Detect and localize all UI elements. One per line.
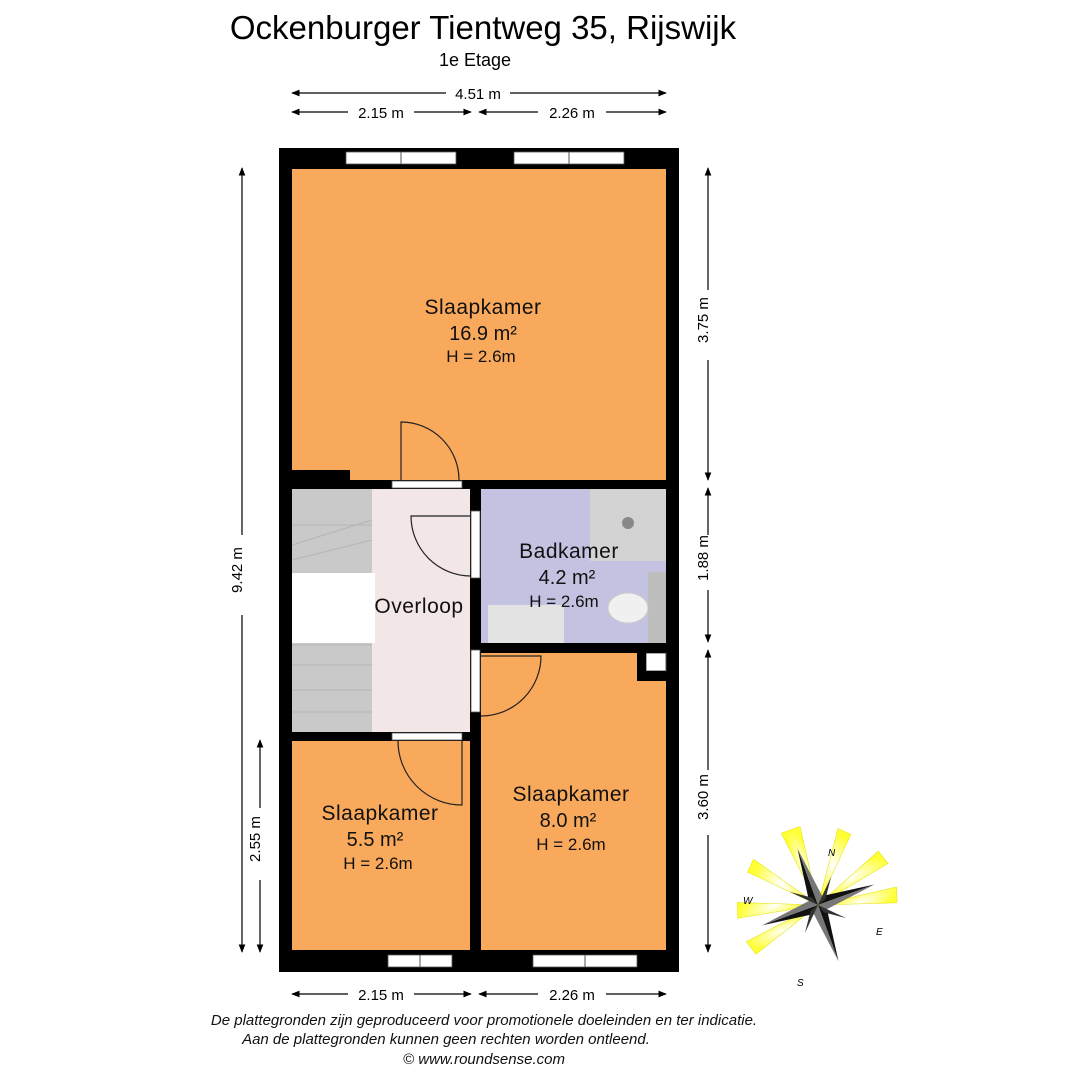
room-master-bedroom xyxy=(292,169,666,480)
toilet xyxy=(607,572,666,643)
label-medium-bedroom: Slaapkamer 8.0 m² H = 2.6m xyxy=(512,783,629,854)
dim-total-width: 4.51 m xyxy=(455,86,501,103)
compass-w: W xyxy=(743,896,754,907)
room-name: Slaapkamer xyxy=(512,783,629,806)
footer-disclaimer-2: Aan de plattegronden kunnen geen rechten… xyxy=(241,1031,650,1048)
room-small-bedroom xyxy=(292,741,470,950)
floor-subtitle: 1e Etage xyxy=(439,50,511,70)
room-name: Slaapkamer xyxy=(321,802,438,825)
doors xyxy=(391,421,542,806)
compass-rose xyxy=(737,826,898,962)
plan-title: Ockenburger Tientweg 35, Rijswijk xyxy=(230,9,737,46)
dim-bottom-left: 2.15 m xyxy=(358,987,404,1004)
dim-bottom-right: 2.26 m xyxy=(549,987,595,1004)
inner-walls xyxy=(292,470,666,972)
room-height: H = 2.6m xyxy=(343,854,412,873)
shaft xyxy=(645,652,667,672)
top-dimensions: 4.51 m 2.15 m 2.26 m xyxy=(291,86,667,122)
dim-right-top: 3.75 m xyxy=(695,297,712,343)
compass-s: S xyxy=(797,978,804,989)
footer-disclaimer-1: De plattegronden zijn geproduceerd voor … xyxy=(211,1012,757,1029)
label-master-bedroom: Slaapkamer 16.9 m² H = 2.6m xyxy=(424,296,541,366)
compass-n: N xyxy=(828,848,836,859)
compass-e: E xyxy=(876,927,883,938)
room-name: Badkamer xyxy=(519,540,619,563)
room-height: H = 2.6m xyxy=(529,592,598,611)
staircase xyxy=(291,489,375,732)
room-area: 16.9 m² xyxy=(449,323,517,345)
room-area: 8.0 m² xyxy=(540,810,597,832)
windows xyxy=(345,151,638,968)
dim-right-bottom: 3.60 m xyxy=(695,774,712,820)
room-medium-bedroom xyxy=(481,653,666,950)
label-landing: Overloop xyxy=(374,595,463,618)
dim-top-right: 2.26 m xyxy=(549,105,595,122)
dim-top-left: 2.15 m xyxy=(358,105,404,122)
shower xyxy=(590,489,666,561)
room-height: H = 2.6m xyxy=(446,347,515,366)
room-name: Slaapkamer xyxy=(424,296,541,319)
dim-left-lower: 2.55 m xyxy=(247,816,264,862)
label-bathroom: Badkamer 4.2 m² H = 2.6m xyxy=(519,540,619,611)
bottom-dimensions: 2.15 m 2.26 m xyxy=(291,987,667,1004)
room-area: 4.2 m² xyxy=(539,567,596,589)
dim-total-height: 9.42 m xyxy=(229,547,246,593)
left-dimensions: 9.42 m 2.55 m xyxy=(229,167,264,953)
room-area: 5.5 m² xyxy=(347,829,404,851)
washbasin xyxy=(488,605,564,643)
compass-star-icon xyxy=(761,848,875,962)
dim-right-middle: 1.88 m xyxy=(695,535,712,581)
room-height: H = 2.6m xyxy=(536,835,605,854)
label-small-bedroom: Slaapkamer 5.5 m² H = 2.6m xyxy=(321,802,438,873)
footer-copyright: © www.roundsense.com xyxy=(403,1051,565,1068)
right-dimensions: 3.75 m 1.88 m 3.60 m xyxy=(695,167,712,953)
